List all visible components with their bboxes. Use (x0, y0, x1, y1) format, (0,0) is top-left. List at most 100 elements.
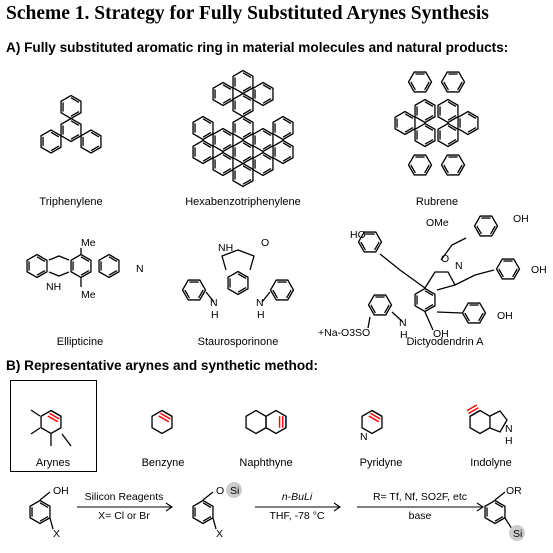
benzyne-triple-bond-r2 (158, 415, 170, 423)
benzyne-triple-bond (161, 409, 173, 417)
pyridyne-triple-bond (371, 409, 383, 417)
dictyodendrin-phenol-top-left (357, 231, 383, 253)
start-x: X (53, 528, 60, 540)
hexabenzo-ring-13-double-bond (242, 72, 252, 78)
ellipticine-me-bottom: Me (81, 289, 96, 301)
rubrene-core-ring-2-double-bond (447, 101, 457, 107)
staurosporinone-right-indole-double-bond (286, 289, 292, 299)
hexabenzo-ring-4-double-bond (222, 98, 232, 104)
ellipticine-n: N (136, 263, 144, 275)
dictyodendrin-phenol-right (495, 258, 521, 280)
staurosporinone-lactam-ring (221, 249, 255, 271)
rubrene-core-ring-2-double-bond (447, 115, 457, 121)
product-or-bond (494, 491, 506, 501)
label-pyridyne: Pyridyne (359, 457, 403, 469)
ellipticine-me-top: Me (81, 237, 96, 249)
reaction-arrowhead-0 (165, 502, 173, 512)
hexabenzo-ring-7-double-bond (282, 132, 292, 138)
ellipticine-pyrido-ring-double-bond (108, 270, 118, 276)
label-hexabenzotriphenylene: Hexabenzotriphenylene (185, 196, 301, 208)
dictyodendrin-core-ring-double-bond (424, 290, 434, 296)
hexabenzo-ring-8 (192, 139, 214, 165)
staurosporinone-left-indole-double-bond (198, 289, 204, 299)
atom-label-layer: Me Me N NH NH O H N N H HO OMe O OH N OH… (46, 213, 547, 540)
section-b-heading: B) Representative arynes and synthetic m… (6, 358, 318, 373)
hexabenzo-ring-13-double-bond (242, 86, 252, 92)
hexabenzo-ring-8-double-bond (202, 156, 212, 162)
dictyodendrin-oh-top: OH (513, 213, 529, 225)
dictyodendrin-phenol-top-left-double-bond (374, 241, 380, 251)
aryne-generic-triple-bond-r2 (47, 415, 59, 423)
ellipticine-central-ring-double-bond (80, 270, 90, 276)
product-benzene-ring-double-bond (494, 516, 504, 522)
start-benzene-ring (29, 499, 51, 525)
start-oh: OH (53, 485, 69, 497)
rubrene-phenyl-3-double-bond (457, 164, 463, 174)
step2-condition: THF, -78 °C (270, 510, 325, 522)
hexabenzo-ring-6-double-bond (202, 118, 212, 124)
hexabenzo-ring-10-double-bond (242, 156, 252, 162)
mid-benzene-ring (192, 499, 214, 525)
rubrene-phenyl-0-double-bond (424, 81, 430, 91)
indolyne-n: N (505, 423, 513, 435)
indolyne-triple-bond-r2 (466, 404, 478, 412)
rubrene-core-ring-1-double-bond (424, 101, 434, 107)
hexabenzo-ring-5-double-bond (262, 84, 272, 90)
hexabenzo-ring-3-double-bond (262, 130, 272, 136)
product-si-bond (504, 517, 513, 530)
hexabenzo-ring-14-double-bond (242, 179, 252, 185)
ellipticine-pyrido-ring-double-bond (108, 256, 118, 262)
naphthyne-left-ring (245, 409, 267, 435)
hexabenzo-ring-1 (232, 92, 254, 118)
rubrene-phenyl-3-double-bond (443, 164, 449, 174)
hexabenzo-ring-13 (232, 69, 254, 95)
rubrene-core-ring-5-double-bond (447, 139, 457, 145)
step2-reagent: n-BuLi (282, 491, 313, 503)
rubrene-phenyl-2 (407, 154, 433, 176)
hexabenzo-ring-1-double-bond (242, 109, 252, 115)
dictyodendrin-phenol-right-double-bond (512, 268, 518, 278)
hexabenzo-ring-3 (252, 127, 274, 153)
section-a-heading: A) Fully substituted aromatic ring in ma… (6, 40, 509, 55)
dictyodendrin-carbazole-ring-double-bond (384, 304, 390, 314)
hexabenzo-ring-2 (212, 127, 234, 153)
triphenylene-left-ring (40, 129, 62, 154)
mid-si: Si (230, 485, 239, 497)
label-benzyne: Benzyne (141, 457, 185, 469)
mid-o-bond (202, 491, 214, 501)
hexabenzo-ring-5-double-bond (262, 98, 272, 104)
label-indolyne: Indolyne (470, 457, 512, 469)
rubrene-core-ring-0-double-bond (404, 113, 414, 119)
staurosporinone-left-indole (181, 279, 207, 301)
hexabenzo-ring-12-double-bond (262, 168, 272, 174)
hexabenzo-ring-2-double-bond (222, 144, 232, 150)
triphenylene-left-ring-double-bond (50, 145, 60, 152)
dictyodendrin-phenol-bottom-double-bond (478, 312, 484, 322)
rubrene-phenyl-0 (407, 71, 433, 93)
rubrene-phenyl-3 (440, 154, 466, 176)
reaction-arrowhead-2 (476, 502, 484, 512)
hexabenzo-ring-10 (232, 139, 254, 165)
hexabenzo-ring-4 (212, 81, 234, 107)
dictyodendrin-carbazole-ring (367, 294, 393, 316)
dictyodendrin-oh-right: OH (531, 264, 547, 276)
hexabenzo-ring-1-double-bond (242, 95, 252, 101)
dictyodendrin-h: H (400, 329, 408, 341)
reaction-conditions: Silicon Reagents X= Cl or Br n-BuLi THF,… (85, 491, 467, 522)
product-or: OR (506, 485, 522, 497)
rubrene-core-ring-0 (394, 110, 416, 136)
dictyodendrin-n: N (455, 260, 463, 272)
silyl-circles (226, 482, 525, 541)
dictyodendrin-phenol-right-double-bond (498, 268, 504, 278)
triphenylene-core-ring (60, 117, 82, 143)
pyridyne-triple-bond-r1 (370, 412, 381, 420)
dictyodendrin-pyrrole-ring (424, 271, 456, 291)
rubrene-core-ring-4-double-bond (424, 125, 434, 131)
hexabenzo-ring-5 (252, 81, 274, 107)
dictyodendrin-core-ring-double-bond (424, 304, 434, 310)
hexabenzo-ring-9 (272, 139, 294, 165)
product-benzene-ring (484, 499, 506, 525)
pyridyne-triple-bond-r2 (368, 415, 380, 423)
hexabenzo-ring-9-double-bond (282, 142, 292, 148)
